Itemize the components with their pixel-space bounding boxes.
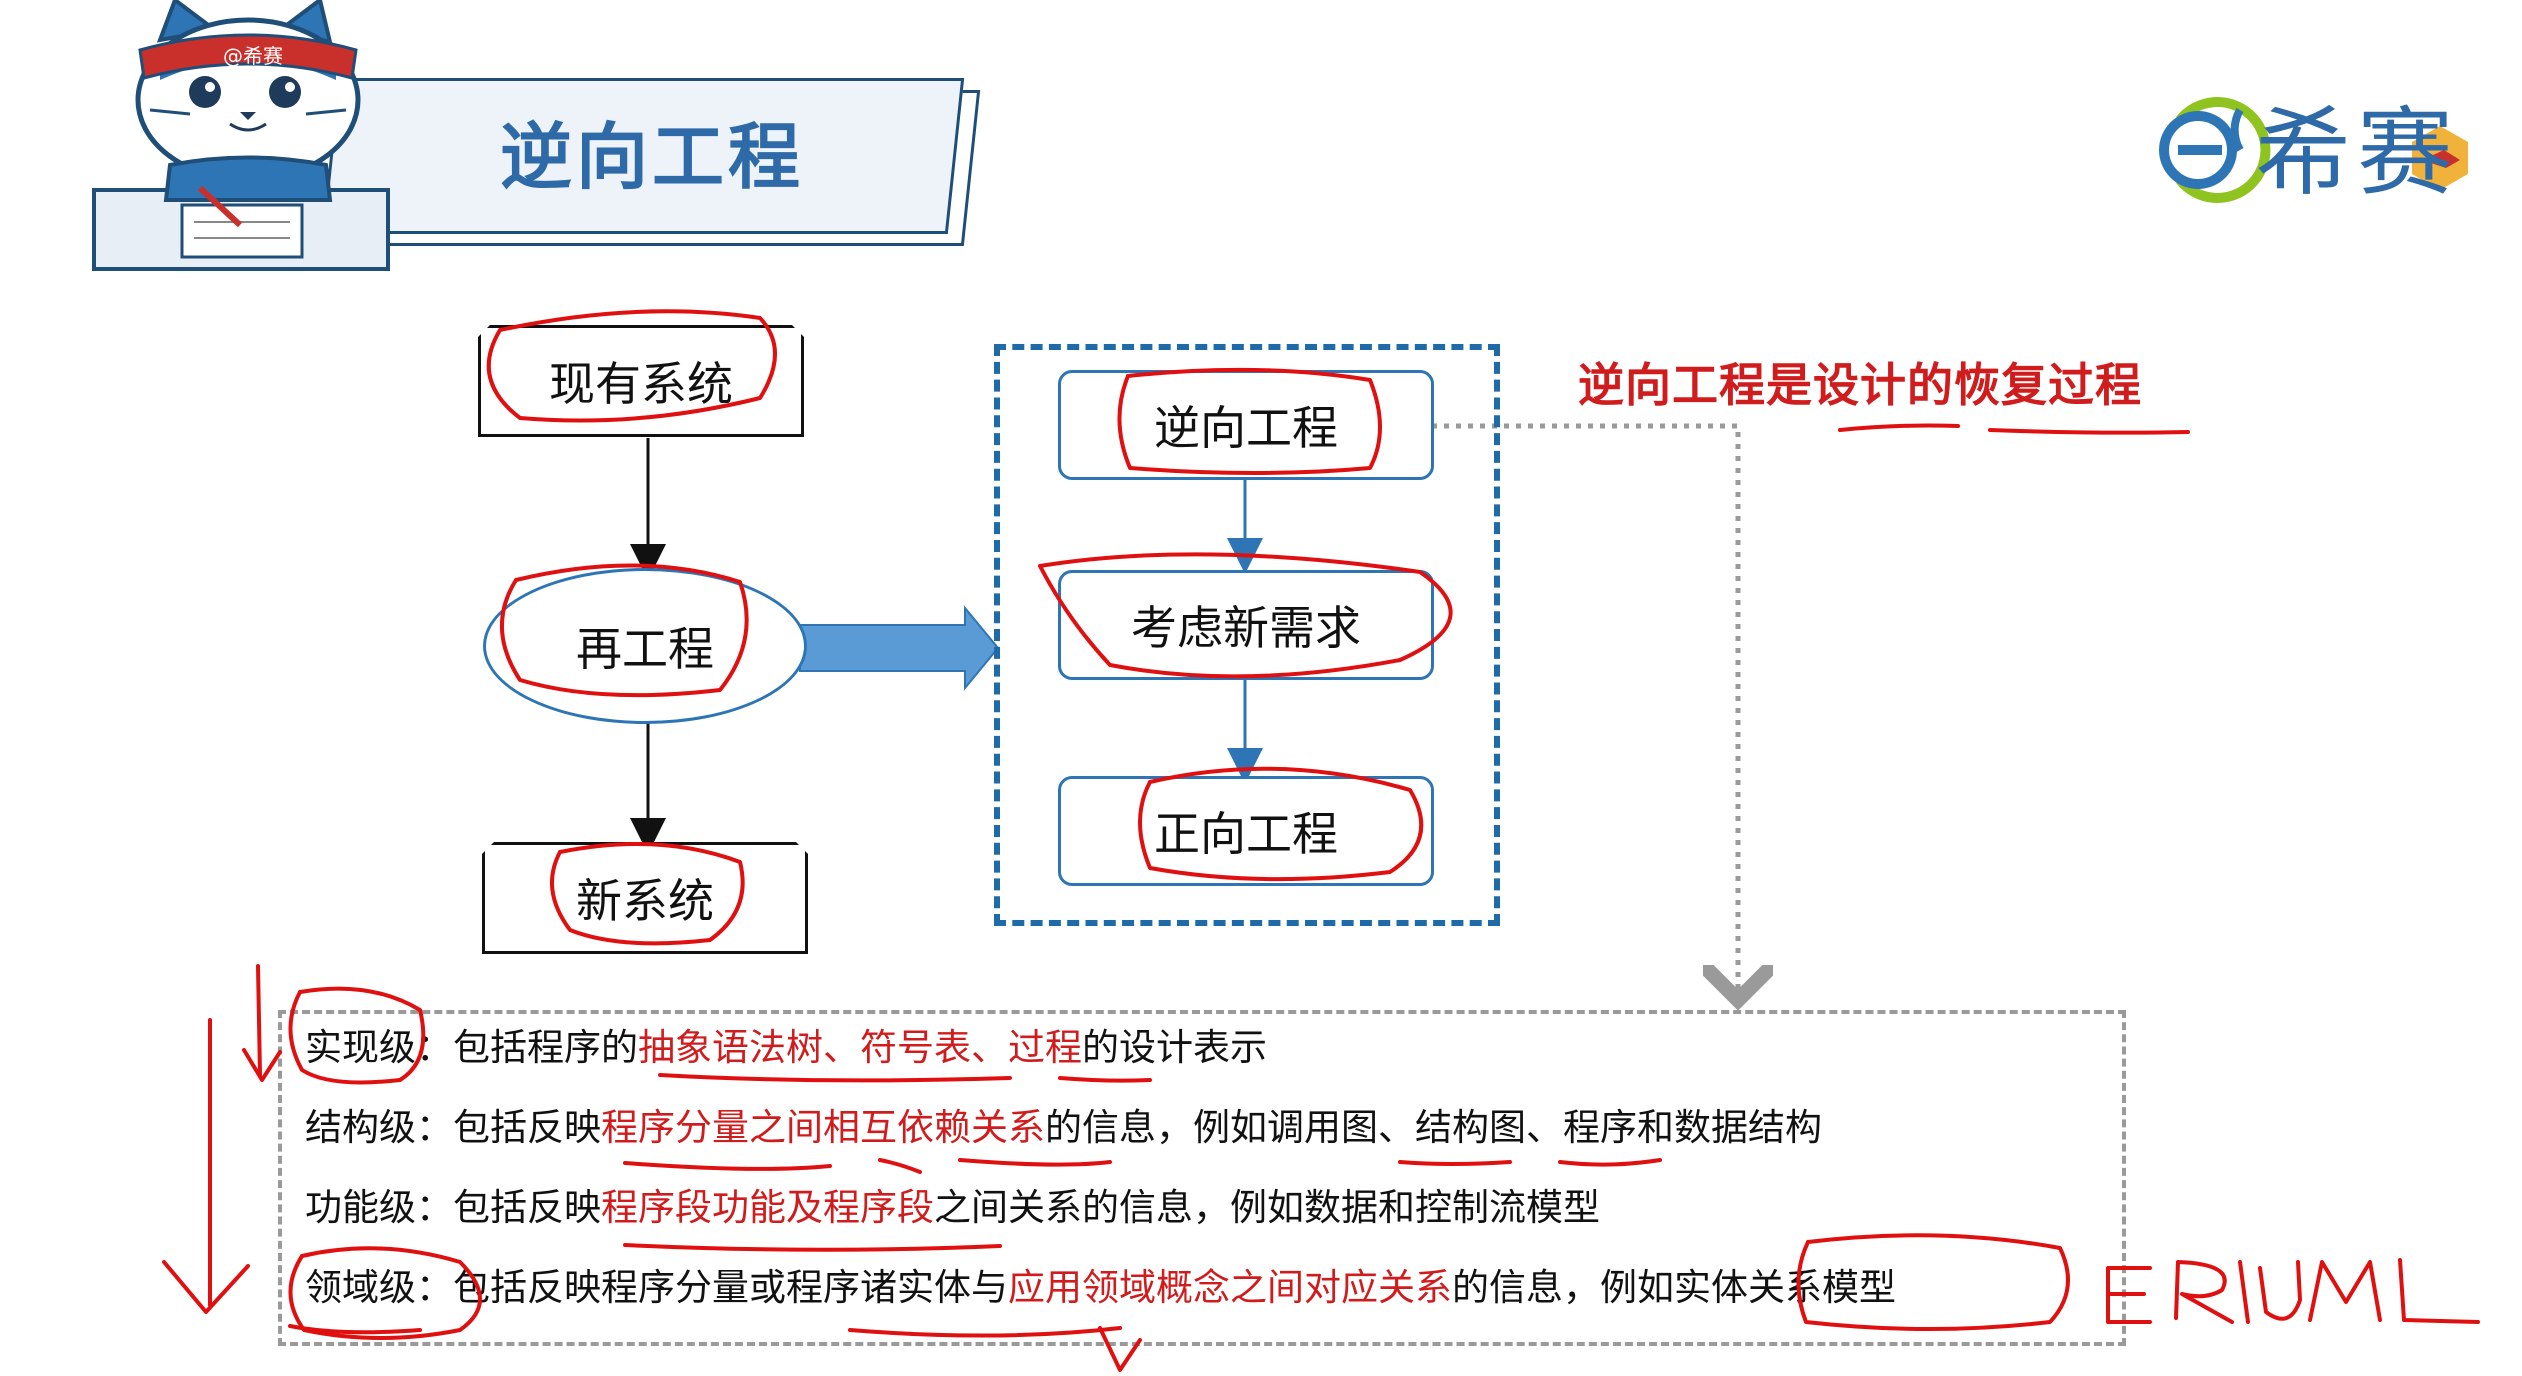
level-text: 的设计表示 xyxy=(1082,1026,1267,1069)
level-highlight-text: 程序分量之间相互依赖关系 xyxy=(601,1106,1045,1149)
reengineering-ellipse: 再工程 xyxy=(483,568,807,724)
page-title: 逆向工程 xyxy=(500,115,805,199)
level-text: 包括程序的 xyxy=(453,1026,638,1069)
new-system-box: 新系统 xyxy=(482,842,808,954)
forward-engineering-box: 正向工程 xyxy=(1058,776,1434,886)
logo-text: 希赛 xyxy=(2255,97,2459,209)
level-text: 的信息，例如实体关系模型 xyxy=(1452,1266,1896,1309)
engineering-process-frame xyxy=(994,344,1500,926)
level-name: 结构级 xyxy=(305,1106,416,1149)
level-text: 包括反映 xyxy=(453,1186,601,1229)
cat-mascot-icon xyxy=(135,0,361,259)
level-row: 实现级：包括程序的抽象语法树、符号表、过程的设计表示 xyxy=(305,1018,1267,1078)
level-separator: ： xyxy=(416,1186,453,1229)
level-separator: ： xyxy=(416,1266,453,1309)
xisai-logo-icon xyxy=(2159,97,2468,203)
level-text: 包括反映程序分量或程序诸实体与 xyxy=(453,1266,1008,1309)
level-row: 结构级：包括反映程序分量之间相互依赖关系的信息，例如调用图、结构图、程序和数据结… xyxy=(305,1098,1822,1158)
mascot-band-text: @希赛 xyxy=(223,44,283,68)
level-text: 包括反映 xyxy=(453,1106,601,1149)
existing-system-box: 现有系统 xyxy=(478,325,804,437)
level-highlight-text: 程序段功能及程序段 xyxy=(601,1186,934,1229)
level-row: 领域级：包括反映程序分量或程序诸实体与应用领域概念之间对应关系的信息，例如实体关… xyxy=(305,1258,1896,1318)
reverse-engineering-box: 逆向工程 xyxy=(1058,370,1434,480)
level-row: 功能级：包括反映程序段功能及程序段之间关系的信息，例如数据和控制流模型 xyxy=(305,1178,1600,1238)
level-separator: ： xyxy=(416,1106,453,1149)
level-name: 领域级 xyxy=(305,1266,416,1309)
level-separator: ： xyxy=(416,1026,453,1069)
level-highlight-text: 抽象语法树、符号表、过程 xyxy=(638,1026,1082,1069)
level-name: 实现级 xyxy=(305,1026,416,1069)
level-name: 功能级 xyxy=(305,1186,416,1229)
consider-requirements-box: 考虑新需求 xyxy=(1058,570,1434,680)
level-text: 之间关系的信息，例如数据和控制流模型 xyxy=(934,1186,1600,1229)
reverse-engineering-note: 逆向工程是设计的恢复过程 xyxy=(1578,358,2142,412)
level-highlight-text: 应用领域概念之间对应关系 xyxy=(1008,1266,1452,1309)
level-text: 的信息，例如调用图、结构图、程序和数据结构 xyxy=(1045,1106,1822,1149)
